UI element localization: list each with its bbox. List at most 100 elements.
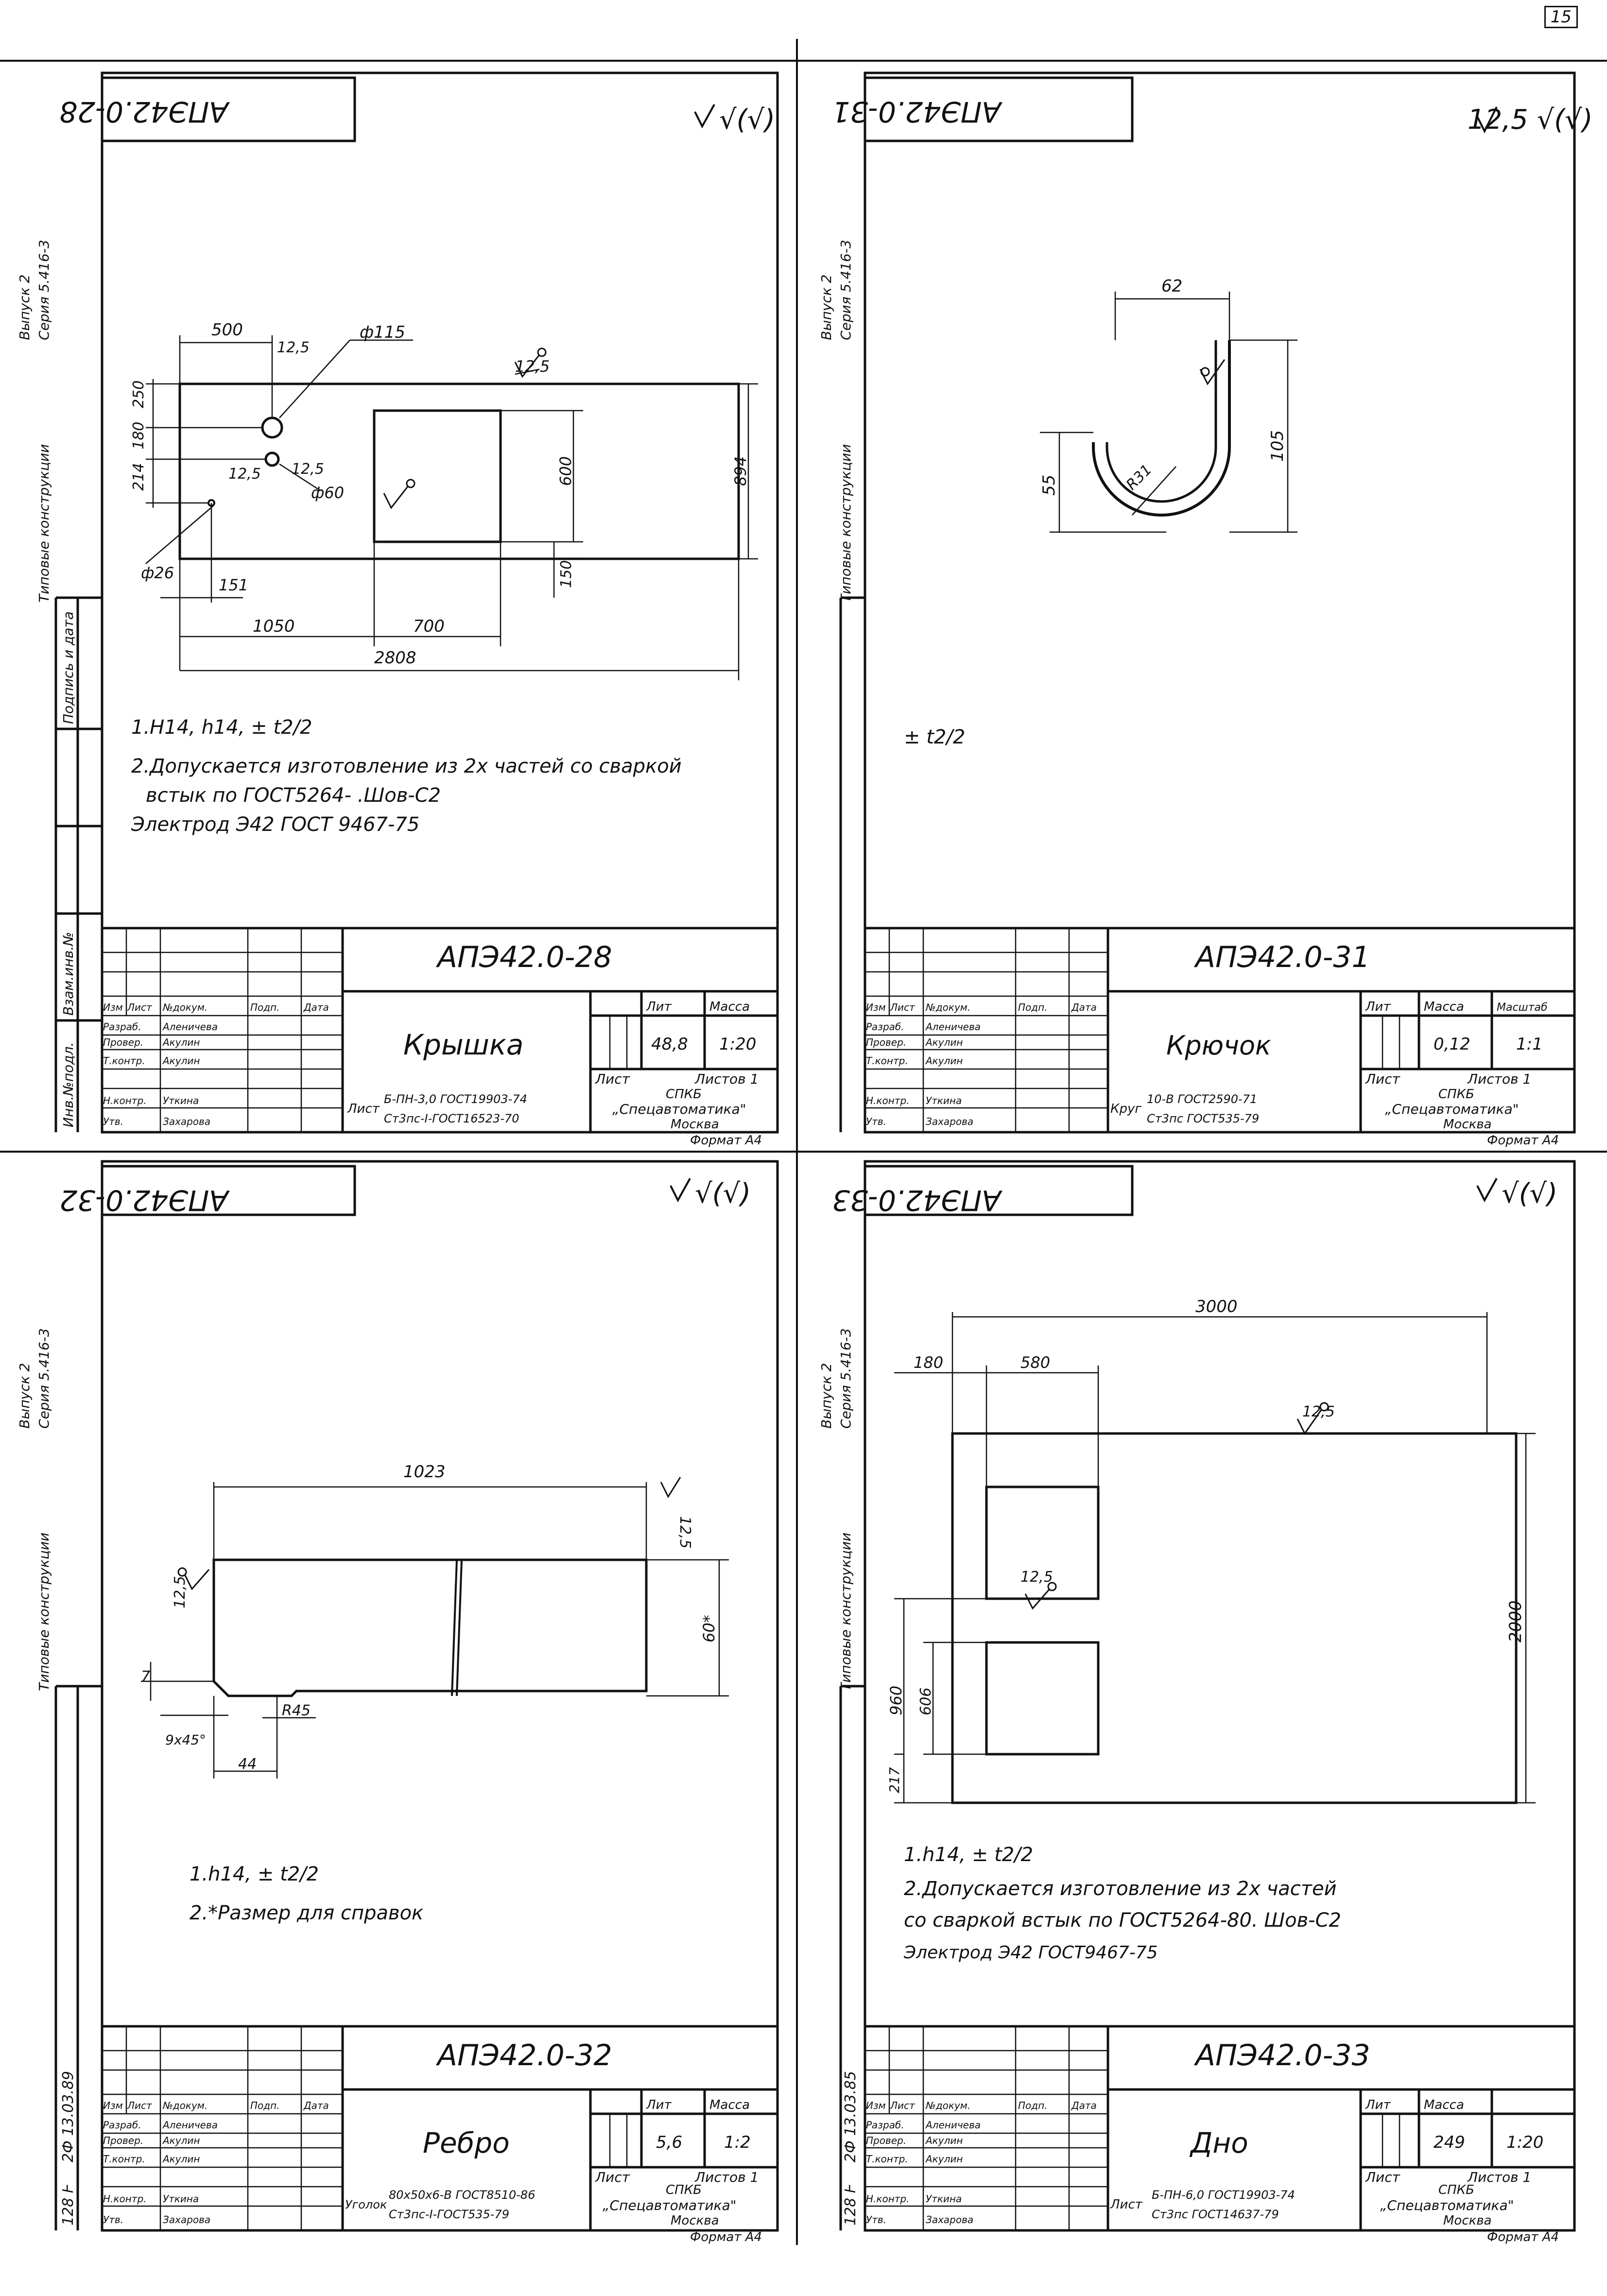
dim-label: 12,5 bbox=[172, 1576, 189, 1608]
label-sheet: Лист bbox=[595, 2169, 630, 2185]
tb-nkontr: Н.контр. bbox=[103, 2193, 147, 2205]
label-sheet: Лист bbox=[1365, 1071, 1400, 1087]
dim-label: 55 bbox=[1039, 475, 1059, 496]
note-line: 2.Допускается изготовление из 2х частей … bbox=[131, 755, 682, 777]
tb-podp: Подп. bbox=[250, 1001, 280, 1013]
side-issue: Выпуск 2 bbox=[818, 275, 834, 340]
tb-list: Лист bbox=[127, 2100, 153, 2111]
org-2: „Спецавтоматика" bbox=[1385, 1101, 1519, 1117]
label-sheets: Листов 1 bbox=[694, 2169, 759, 2185]
dim-label: 1050 bbox=[253, 617, 295, 636]
note-line: 2.Допускается изготовление из 2х частей bbox=[904, 1878, 1337, 1900]
dim-label: 12,5 bbox=[676, 1516, 693, 1549]
sheet-31-roughness-symbol: 12,5 √(√) bbox=[1468, 104, 1593, 136]
label-lit: Лит bbox=[646, 1000, 672, 1014]
tb-tkontr: Т.контр. bbox=[866, 1055, 908, 1067]
org-3: Москва bbox=[1443, 1117, 1492, 1132]
material-prefix: Уголок bbox=[345, 2198, 387, 2211]
label-sheet: Лист bbox=[595, 1071, 630, 1087]
side-sign: Подпись и дата bbox=[60, 611, 76, 724]
dim-label: 894 bbox=[731, 456, 750, 486]
org-3: Москва bbox=[671, 1117, 719, 1132]
dim-label: 12,5 bbox=[292, 461, 324, 478]
page-number: 15 bbox=[1544, 6, 1578, 28]
tb-nkontr: Н.контр. bbox=[866, 1095, 910, 1106]
dim-label: 214 bbox=[130, 463, 147, 491]
tb-tkontr-name: Акулин bbox=[162, 1055, 200, 1067]
title-code: АПЭ42.0-31 bbox=[1193, 940, 1370, 974]
tb-utv-name: Захарова bbox=[926, 1116, 973, 1127]
tb-podp: Подп. bbox=[1018, 1001, 1048, 1013]
dim-label: 12,5 bbox=[1020, 1569, 1053, 1586]
dim-label: 12,5 bbox=[1302, 1403, 1335, 1420]
format-label: Формат А4 bbox=[690, 2230, 762, 2244]
sheet-32-roughness-symbol: √(√) bbox=[695, 1178, 751, 1209]
tb-razrab: Разраб. bbox=[866, 2119, 904, 2131]
side-issue: Выпуск 2 bbox=[818, 1363, 834, 1429]
tb-utv: Утв. bbox=[866, 2214, 886, 2226]
note-line: со сваркой встык по ГОСТ5264-80. Шов-С2 bbox=[904, 1909, 1341, 1932]
dim-label: 1023 bbox=[403, 1462, 446, 1482]
scale-value: 1:20 bbox=[719, 1035, 756, 1054]
dim-label: 580 bbox=[1020, 1353, 1050, 1372]
tb-tkontr: Т.контр. bbox=[103, 2153, 145, 2165]
org-1: СПКБ bbox=[666, 1087, 702, 1102]
material-top: Б-ПН-6,0 ГОСТ19903-74 bbox=[1152, 2188, 1295, 2202]
sheet-31: АПЭ42.0-31 12,5 √(√) 62 105 55 R31 ± t2/… bbox=[818, 71, 1593, 1148]
part-name: Ребро bbox=[423, 2126, 510, 2159]
label-sheets: Листов 1 bbox=[1467, 1071, 1531, 1087]
org-1: СПКБ bbox=[1438, 1087, 1474, 1102]
sheet-28-code-rotated: АПЭ42.0-28 bbox=[59, 95, 230, 128]
label-mass: Масса bbox=[709, 2098, 750, 2112]
dim-label: 2000 bbox=[1506, 1600, 1525, 1642]
material-bottom: Ст3пс-I-ГОСТ16523-70 bbox=[384, 1112, 519, 1125]
side-series: Серия 5.416-3 bbox=[838, 1328, 854, 1429]
stamp-date: 2Ф 13.03.89 bbox=[60, 2071, 77, 2162]
tb-utv-name: Захарова bbox=[163, 1116, 210, 1127]
part-name: Крышка bbox=[403, 1028, 523, 1061]
note-line: 1.H14, h14, ± t2/2 bbox=[131, 716, 312, 739]
dim-label: 700 bbox=[413, 617, 445, 636]
tb-date: Дата bbox=[303, 2100, 329, 2111]
dim-label: 12,5 bbox=[515, 357, 550, 376]
side-type: Типовые конструкции bbox=[36, 444, 52, 603]
tb-nkontr-name: Уткина bbox=[163, 2193, 199, 2205]
dim-label: ф26 bbox=[141, 564, 174, 582]
side-issue: Выпуск 2 bbox=[17, 275, 33, 340]
scale-value: 1:2 bbox=[724, 2133, 751, 2152]
tb-nkontr: Н.контр. bbox=[103, 1095, 147, 1106]
title-code: АПЭ42.0-28 bbox=[435, 940, 612, 974]
org-1: СПКБ bbox=[666, 2183, 702, 2197]
dim-label: R45 bbox=[282, 1702, 311, 1719]
note-line: встык по ГОСТ5264- .Шов-С2 bbox=[146, 784, 441, 807]
note-line: 1.h14, ± t2/2 bbox=[904, 1844, 1033, 1866]
format-label: Формат А4 bbox=[690, 1133, 762, 1148]
tb-podp: Подп. bbox=[250, 2100, 280, 2111]
tb-prover-name: Акулин bbox=[925, 1036, 963, 1048]
dim-label: 7 bbox=[141, 1668, 150, 1685]
dim-label: 44 bbox=[238, 1756, 257, 1773]
label-mass: Масса bbox=[1424, 2098, 1464, 2112]
side-inv: Инв.№подл. bbox=[60, 1042, 76, 1127]
tb-doc: №докум. bbox=[162, 1001, 207, 1013]
org-3: Москва bbox=[671, 2213, 719, 2228]
tb-utv: Утв. bbox=[103, 1116, 123, 1127]
dim-label: 3000 bbox=[1195, 1297, 1238, 1316]
format-label: Формат А4 bbox=[1487, 1133, 1559, 1148]
mass-value: 0,12 bbox=[1434, 1035, 1470, 1054]
tb-izm: Изм bbox=[103, 2100, 123, 2111]
dim-label: 9х45° bbox=[165, 1732, 206, 1748]
tb-nkontr: Н.контр. bbox=[866, 2193, 910, 2205]
tb-prover: Провер. bbox=[103, 1036, 143, 1048]
org-2: „Спецавтоматика" bbox=[612, 1101, 746, 1117]
tb-prover: Провер. bbox=[866, 1036, 906, 1048]
label-lit: Лит bbox=[1365, 1000, 1391, 1014]
tb-tkontr-name: Акулин bbox=[925, 2153, 963, 2165]
tb-doc: №докум. bbox=[925, 1001, 970, 1013]
side-series: Серия 5.416-3 bbox=[36, 1328, 52, 1429]
sheet-33: АПЭ42.0-33 √(√) 3000 180 580 12,5 12,5 9… bbox=[818, 1160, 1576, 2244]
material-top: 10-В ГОСТ2590-71 bbox=[1147, 1092, 1257, 1106]
dim-label: 960 bbox=[887, 1686, 905, 1715]
sheet-31-code-rotated: АПЭ42.0-31 bbox=[832, 95, 1003, 128]
